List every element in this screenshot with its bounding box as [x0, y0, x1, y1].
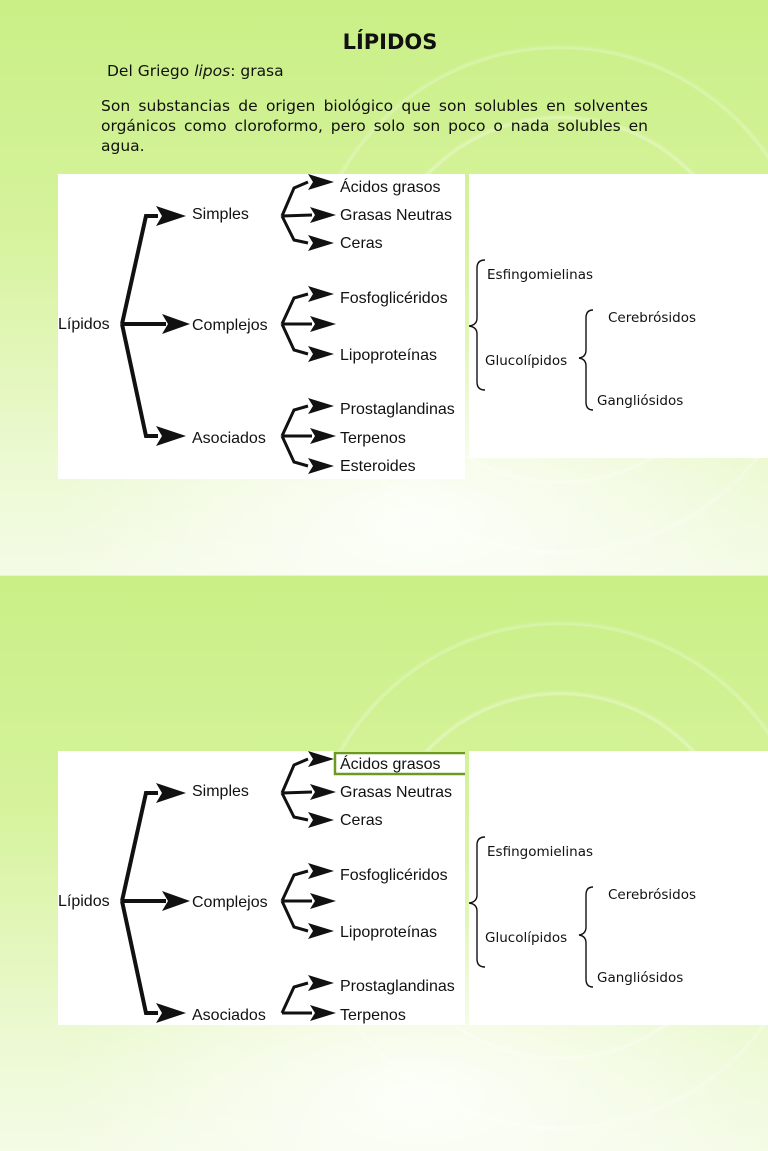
- subtitle-prefix: Del Griego: [107, 62, 195, 80]
- slide-1: LÍPIDOS Del Griego lipos: grasa Son subs…: [0, 0, 768, 575]
- node-complejos: Complejos: [192, 317, 268, 334]
- slide-title: LÍPIDOS: [342, 30, 438, 54]
- node-simples: Simples: [192, 206, 249, 223]
- node-fosfogliceridos: Fosfoglicéridos: [340, 290, 448, 307]
- node-lipidos: Lípidos: [58, 316, 110, 333]
- node-ceras: Ceras: [340, 812, 383, 829]
- definition-paragraph: Son substancias de origen biológico que …: [101, 97, 648, 155]
- subtitle-term: lipos: [194, 62, 231, 80]
- subtree-diagram-panel: Esfingomielinas Glucolípidos Cerebrósido…: [469, 174, 768, 458]
- node-terpenos: Terpenos: [340, 1007, 406, 1024]
- node-glucolipidos: Glucolípidos: [485, 353, 567, 369]
- node-asociados: Asociados: [192, 1007, 266, 1024]
- node-lipidos: Lípidos: [58, 893, 110, 910]
- node-grasas-neutras: Grasas Neutras: [340, 207, 452, 224]
- slide-subtitle: Del Griego lipos: grasa: [107, 62, 284, 80]
- subtree-diagram-panel-2: Esfingomielinas Glucolípidos Cerebrósido…: [469, 751, 768, 1025]
- highlight-box: [333, 751, 465, 776]
- node-esfingomielinas: Esfingomielinas: [487, 267, 593, 283]
- node-glucolipidos: Glucolípidos: [485, 930, 567, 946]
- node-terpenos: Terpenos: [340, 430, 406, 447]
- node-simples: Simples: [192, 783, 249, 800]
- node-lipoproteinas: Lipoproteínas: [340, 347, 437, 364]
- node-esfingomielinas: Esfingomielinas: [487, 844, 593, 860]
- node-complejos: Complejos: [192, 894, 268, 911]
- node-asociados: Asociados: [192, 430, 266, 447]
- tree-diagram-panel: Lípidos Simples Complejos Asociados Ácid…: [58, 174, 465, 479]
- slide-2: Lípidos Simples Complejos Asociados Ácid…: [0, 575, 768, 1151]
- node-esteroides: Esteroides: [340, 458, 416, 475]
- node-lipoproteinas: Lipoproteínas: [340, 924, 437, 941]
- node-acidos-grasos: Ácidos grasos: [340, 754, 441, 773]
- node-acidos-grasos: Ácidos grasos: [340, 177, 441, 196]
- node-ceras: Ceras: [340, 235, 383, 252]
- node-gangliosidos: Gangliósidos: [597, 393, 683, 409]
- node-cerebrosidos: Cerebrósidos: [608, 310, 696, 326]
- node-grasas-neutras: Grasas Neutras: [340, 784, 452, 801]
- tree-diagram-panel-2: Lípidos Simples Complejos Asociados Ácid…: [58, 751, 465, 1025]
- node-gangliosidos: Gangliósidos: [597, 970, 683, 986]
- subtitle-suffix: : grasa: [230, 62, 284, 80]
- node-fosfogliceridos: Fosfoglicéridos: [340, 867, 448, 884]
- node-prostaglandinas: Prostaglandinas: [340, 978, 455, 995]
- node-prostaglandinas: Prostaglandinas: [340, 401, 455, 418]
- node-cerebrosidos: Cerebrósidos: [608, 887, 696, 903]
